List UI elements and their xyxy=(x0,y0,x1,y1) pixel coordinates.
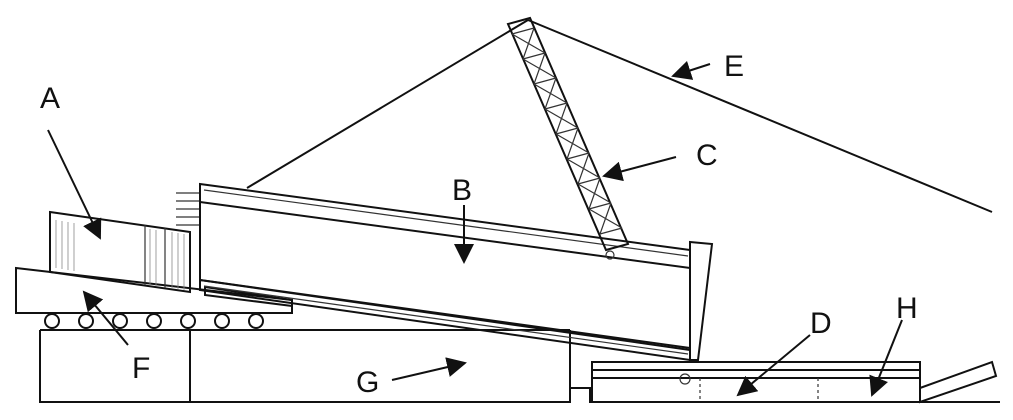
arrow-g xyxy=(391,357,467,381)
lattice-boom-c xyxy=(506,16,630,260)
cable-e xyxy=(246,19,993,213)
block-a xyxy=(49,192,200,294)
arrow-f xyxy=(82,290,129,346)
label-a: A xyxy=(40,82,60,115)
label-c: C xyxy=(696,139,718,172)
arrow-h xyxy=(869,319,903,397)
beam-b xyxy=(199,182,714,362)
label-g: G xyxy=(356,366,379,399)
roller-row xyxy=(44,313,264,329)
arrow-c xyxy=(602,156,677,182)
label-h: H xyxy=(896,292,918,325)
label-d: D xyxy=(810,307,832,340)
arrow-e xyxy=(671,60,711,80)
label-e: E xyxy=(724,50,744,83)
base-block-g xyxy=(39,329,1000,403)
arrow-d xyxy=(736,334,811,397)
label-b: B xyxy=(452,174,472,207)
arrow-a xyxy=(47,129,102,240)
label-f: F xyxy=(132,352,150,385)
leader-arrows xyxy=(47,60,903,397)
platform-d-h xyxy=(591,360,998,404)
ramp-f xyxy=(15,266,293,314)
